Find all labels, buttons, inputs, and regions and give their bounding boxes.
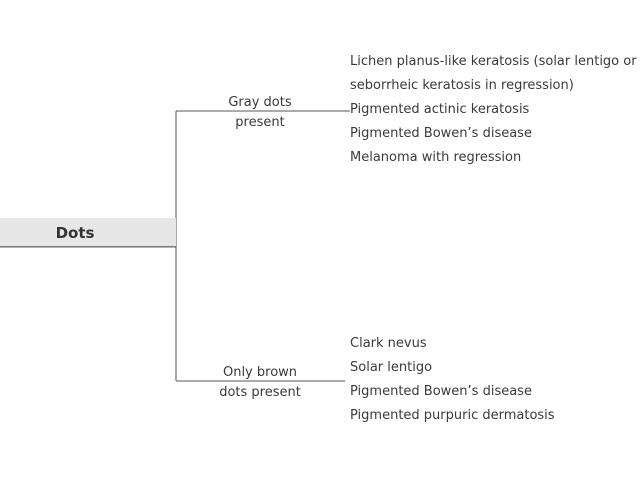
diagnosis-text-line: Melanoma with regression [350,150,522,165]
diagnosis-list-gray-dots: Lichen planus-like keratosis (solar lent… [350,50,637,170]
branch-label-line: dots present [219,385,301,400]
diagnosis-item: Pigmented Bowen’s disease [350,380,555,404]
diagnosis-list-brown-dots: Clark nevus Solar lentigo Pigmented Bowe… [350,332,555,428]
branch-label-gray-dots: Gray dots present [222,93,298,133]
diagnosis-item: Pigmented actinic keratosis [350,98,637,122]
diagnosis-text-line: Pigmented actinic keratosis [350,102,530,117]
diagnosis-item: Lichen planus-like keratosis (solar lent… [350,50,637,98]
branch-label-line: present [235,115,285,130]
diagnosis-text-line: Pigmented purpuric dermatosis [350,408,555,423]
diagnosis-item: Pigmented Bowen’s disease [350,122,637,146]
diagnosis-item: Clark nevus [350,332,555,356]
diagnosis-item: Solar lentigo [350,356,555,380]
diagnosis-text-line: Pigmented Bowen’s disease [350,126,532,141]
diagnosis-text-line: Solar lentigo [350,360,433,375]
branch-label-line: Gray dots [228,95,292,110]
diagnosis-text-line: seborrheic keratosis in regression) [350,78,574,93]
branch-label-line: Only brown [222,365,298,380]
diagnosis-item: Pigmented purpuric dermatosis [350,404,555,428]
diagnosis-item: Melanoma with regression [350,146,637,170]
branch-label-brown-dots: Only brown dots present [216,363,304,403]
root-node-box [0,218,176,247]
diagnosis-text-line: Lichen planus-like keratosis (solar lent… [350,54,637,69]
diagnosis-text-line: Clark nevus [350,336,427,351]
diagnosis-text-line: Pigmented Bowen’s disease [350,384,532,399]
root-node-label: Dots [55,224,95,242]
